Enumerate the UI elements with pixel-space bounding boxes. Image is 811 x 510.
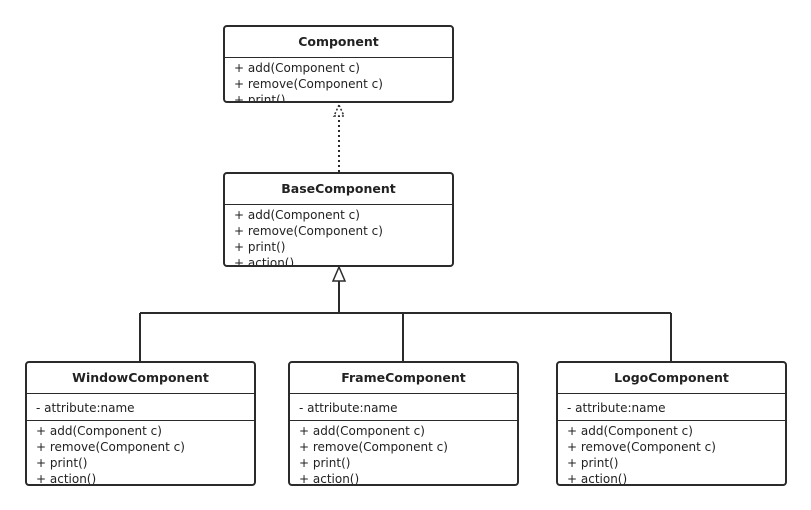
operations-list: + add(Component c) + remove(Component c) +… [558,421,785,486]
operations-list: + add(Component c) + remove(Component c) +… [225,205,452,267]
logo-component-class[interactable]: LogoComponent - attribute:name + add(Com… [556,361,787,486]
attributes-list: - attribute:name [558,394,785,421]
attribute-item: - attribute:name [567,401,666,415]
class-name: LogoComponent [558,363,785,394]
operation-item: + remove(Component c) [299,440,448,454]
class-name: Component [225,27,452,58]
operation-item: + add(Component c) [299,424,425,438]
operation-item: + print() [299,456,351,470]
class-name: WindowComponent [27,363,254,394]
operations-list: + add(Component c) + remove(Component c) +… [290,421,517,486]
attribute-item: - attribute:name [36,401,135,415]
realization-arrowhead [332,103,346,117]
frame-component-class[interactable]: FrameComponent - attribute:name + add(Co… [288,361,519,486]
operation-item: + add(Component c) [567,424,693,438]
class-name: BaseComponent [225,174,452,205]
operation-item: + add(Component c) [36,424,162,438]
base-component-class[interactable]: BaseComponent + add(Component c) + remove… [223,172,454,267]
operation-item: + add(Component c) [234,61,360,75]
operations-list: + add(Component c) + remove(Component c) +… [225,58,452,103]
class-name: FrameComponent [290,363,517,394]
operation-item: + print() [567,456,619,470]
operation-item: + action() [567,472,628,486]
operation-item: + remove(Component c) [36,440,185,454]
operation-item: + action() [299,472,360,486]
generalization-arrowhead [331,265,347,282]
component-class[interactable]: Component + add(Component c) + remove(Com… [223,25,454,103]
operation-item: + action() [234,256,295,267]
operation-item: + action() [36,472,97,486]
attributes-list: - attribute:name [290,394,517,421]
operations-list: + add(Component c) + remove(Component c) +… [27,421,254,486]
operation-item: + print() [234,240,286,254]
operation-item: + remove(Component c) [234,224,383,238]
operation-item: + add(Component c) [234,208,360,222]
operation-item: + remove(Component c) [567,440,716,454]
operation-item: + print() [234,93,286,103]
attribute-item: - attribute:name [299,401,398,415]
attributes-list: - attribute:name [27,394,254,421]
operation-item: + print() [36,456,88,470]
window-component-class[interactable]: WindowComponent - attribute:name + add(C… [25,361,256,486]
operation-item: + remove(Component c) [234,77,383,91]
